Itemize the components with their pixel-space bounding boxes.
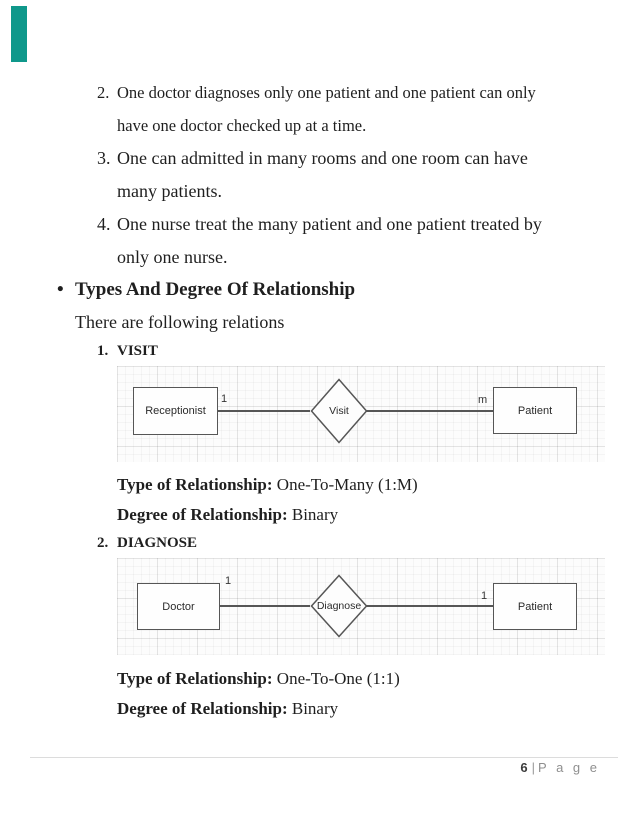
relationship-label: Diagnose — [316, 600, 362, 612]
document-content: 2. One doctor diagnoses only one patient… — [0, 76, 638, 724]
entity-box-patient: Patient — [493, 583, 577, 630]
list-item-text: One nurse treat the many patient and one… — [117, 214, 542, 234]
relation-title: 1. VISIT — [0, 338, 638, 366]
relation-number: 1. — [97, 343, 109, 359]
relation-title-text: VISIT — [117, 343, 158, 359]
entity-label: Receptionist — [145, 405, 206, 417]
section-heading-text: Types And Degree Of Relationship — [75, 279, 356, 300]
relationship-connector — [366, 605, 493, 607]
relation-number: 2. — [97, 535, 109, 551]
degree-label: Degree of Relationship: — [117, 505, 288, 524]
entity-box-patient: Patient — [493, 387, 577, 434]
relationship-diamond: Diagnose — [310, 574, 368, 638]
list-item-text: One doctor diagnoses only one patient an… — [117, 83, 536, 102]
page-footer: 6|P a g e — [520, 760, 600, 775]
degree-label: Degree of Relationship: — [117, 699, 288, 718]
relationship-connector — [218, 410, 310, 412]
relationship-connector — [220, 605, 310, 607]
cardinality-label: 1 — [221, 393, 228, 405]
list-item: 2. One doctor diagnoses only one patient… — [0, 76, 638, 109]
degree-value: Binary — [291, 699, 339, 718]
footer-separator: | — [531, 760, 536, 775]
entity-box-receptionist: Receptionist — [133, 387, 218, 435]
relation-title-text: DIAGNOSE — [117, 535, 198, 551]
relationship-connector — [366, 410, 493, 412]
relationship-diamond: Visit — [310, 378, 368, 444]
relation-title: 2. DIAGNOSE — [0, 530, 638, 558]
degree-value: Binary — [291, 505, 339, 524]
footer-page-word: P a g e — [538, 760, 600, 775]
footer-divider — [30, 757, 618, 758]
degree-of-relationship-line: Degree of Relationship: Binary — [0, 694, 638, 724]
list-item-continuation: only one nurse. — [0, 241, 638, 274]
list-item: 3. One can admitted in many rooms and on… — [0, 142, 638, 175]
type-value: One-To-One (1:1) — [276, 669, 400, 688]
cardinality-label: m — [478, 394, 488, 406]
er-diagram-visit: Receptionist 1 Visit m Patient — [117, 366, 605, 462]
type-label: Type of Relationship: — [117, 669, 273, 688]
bullet-glyph: • — [57, 279, 64, 300]
degree-of-relationship-line: Degree of Relationship: Binary — [0, 500, 638, 530]
list-item-text: only one nurse. — [117, 247, 228, 267]
section-subheading: There are following relations — [75, 312, 285, 332]
type-of-relationship-line: Type of Relationship: One-To-Many (1:M) — [0, 470, 638, 500]
relationship-label: Visit — [329, 405, 349, 417]
diamond-shape — [310, 378, 368, 444]
list-item-number: 3. — [97, 148, 111, 168]
section-heading: • Types And Degree Of Relationship — [0, 274, 638, 306]
er-diagram-diagnose: Doctor 1 Diagnose 1 Patient — [117, 558, 605, 655]
page-number: 6 — [520, 760, 529, 775]
type-value: One-To-Many (1:M) — [276, 475, 418, 494]
cardinality-label: 1 — [225, 575, 232, 587]
teal-accent-mark — [11, 6, 27, 62]
list-item: 4. One nurse treat the many patient and … — [0, 208, 638, 241]
cardinality-label: 1 — [481, 590, 488, 602]
diamond-shape — [310, 574, 368, 638]
list-item-text: have one doctor checked up at a time. — [117, 116, 367, 135]
list-item-number: 2. — [97, 83, 110, 102]
list-item-continuation: have one doctor checked up at a time. — [0, 109, 638, 142]
entity-label: Patient — [517, 600, 553, 613]
list-item-continuation: many patients. — [0, 175, 638, 208]
entity-label: Patient — [517, 404, 553, 417]
type-label: Type of Relationship: — [117, 475, 273, 494]
entity-label: Doctor — [162, 600, 195, 613]
list-item-number: 4. — [97, 214, 111, 234]
type-of-relationship-line: Type of Relationship: One-To-One (1:1) — [0, 664, 638, 694]
entity-box-doctor: Doctor — [137, 583, 220, 630]
list-item-text: One can admitted in many rooms and one r… — [117, 148, 528, 168]
list-item-text: many patients. — [117, 181, 222, 201]
